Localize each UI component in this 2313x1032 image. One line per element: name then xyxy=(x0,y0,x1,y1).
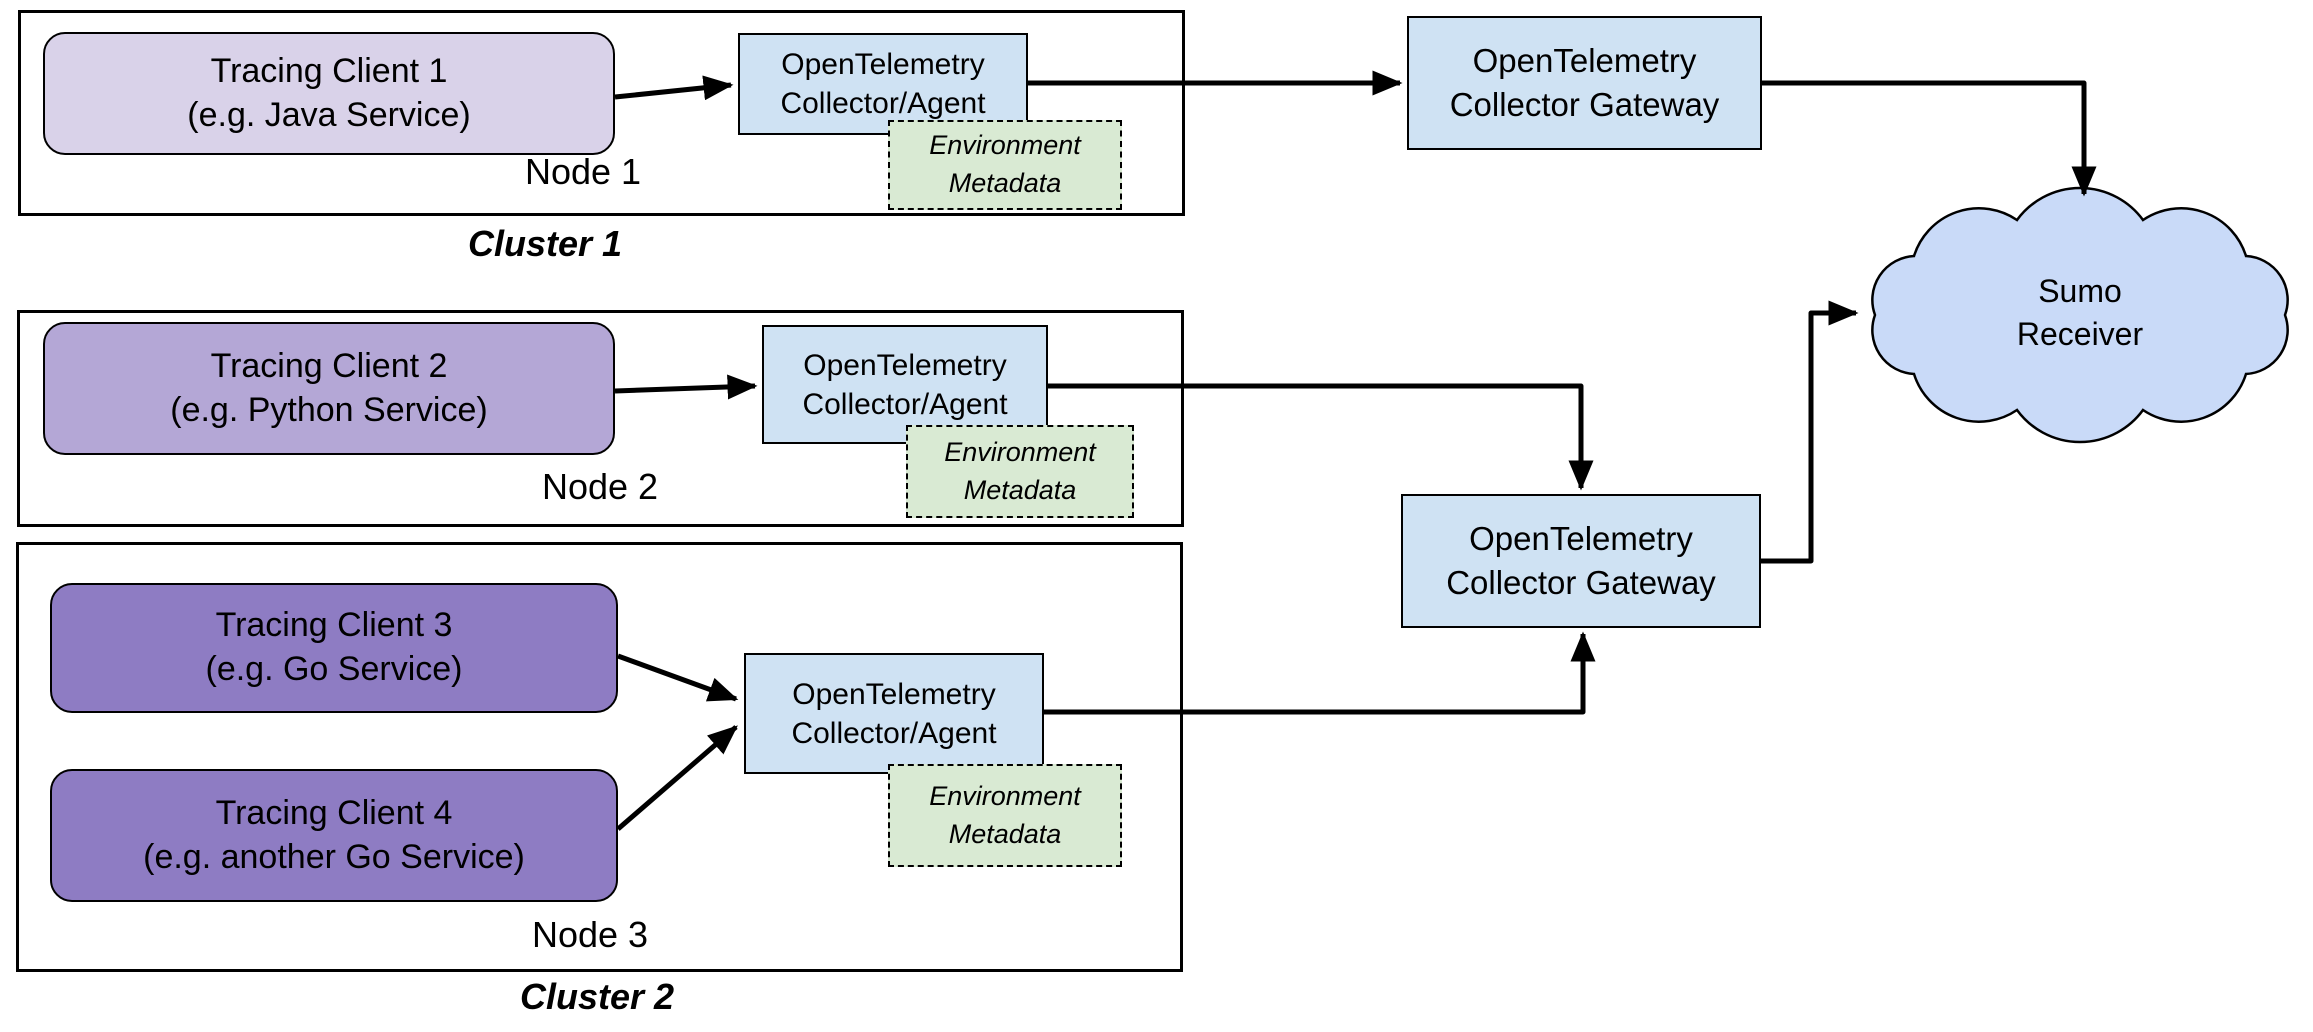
otel-collector-gateway-cluster1: OpenTelemetry Collector Gateway xyxy=(1407,16,1762,150)
tracing-client-2-label: Tracing Client 2 (e.g. Python Service) xyxy=(170,346,488,429)
arrow-gateway1-to-receiver xyxy=(1762,80,2097,197)
node2-label: Node 2 xyxy=(541,466,659,507)
environment-metadata-node3-label: Environment Metadata xyxy=(929,780,1081,849)
otel-collector-gateway-cluster2-label: OpenTelemetry Collector Gateway xyxy=(1446,520,1716,601)
node3-box xyxy=(16,542,1183,972)
otel-collector-agent-node3: OpenTelemetry Collector/Agent xyxy=(744,653,1044,774)
otel-collector-gateway-cluster2: OpenTelemetry Collector Gateway xyxy=(1401,494,1761,628)
tracing-client-2: Tracing Client 2 (e.g. Python Service) xyxy=(43,322,615,455)
otel-collector-agent-node2: OpenTelemetry Collector/Agent xyxy=(762,325,1048,444)
tracing-client-4: Tracing Client 4 (e.g. another Go Servic… xyxy=(50,769,618,902)
tracing-client-3-label: Tracing Client 3 (e.g. Go Service) xyxy=(205,606,463,688)
environment-metadata-node1: Environment Metadata xyxy=(888,120,1122,210)
environment-metadata-node2: Environment Metadata xyxy=(906,425,1134,518)
environment-metadata-node1-label: Environment Metadata xyxy=(929,130,1081,198)
otel-collector-gateway-cluster1-label: OpenTelemetry Collector Gateway xyxy=(1449,42,1720,123)
otel-collector-agent-node1: OpenTelemetry Collector/Agent xyxy=(738,33,1028,135)
tracing-client-4-label: Tracing Client 4 (e.g. another Go Servic… xyxy=(143,793,525,876)
environment-metadata-node2-label: Environment Metadata xyxy=(944,436,1096,505)
node1-label: Node 1 xyxy=(524,151,642,192)
tracing-client-3: Tracing Client 3 (e.g. Go Service) xyxy=(50,583,618,713)
tracing-client-1: Tracing Client 1 (e.g. Java Service) xyxy=(43,32,615,155)
cluster1-box xyxy=(18,10,1185,216)
arrow-gateway2-to-receiver xyxy=(1761,300,1859,564)
tracing-client-1-label: Tracing Client 1 (e.g. Java Service) xyxy=(187,51,471,134)
otel-collector-agent-node3-label: OpenTelemetry Collector/Agent xyxy=(791,677,997,750)
sumo-receiver-label: Sumo Receiver xyxy=(2016,272,2144,352)
environment-metadata-node3: Environment Metadata xyxy=(888,764,1122,867)
node3-label: Node 3 xyxy=(531,914,649,955)
cluster1-label: Cluster 1 xyxy=(467,223,623,264)
otel-collector-agent-node2-label: OpenTelemetry Collector/Agent xyxy=(802,348,1008,421)
otel-collector-agent-node1-label: OpenTelemetry Collector/Agent xyxy=(780,48,986,120)
cluster2-label: Cluster 2 xyxy=(519,976,675,1017)
